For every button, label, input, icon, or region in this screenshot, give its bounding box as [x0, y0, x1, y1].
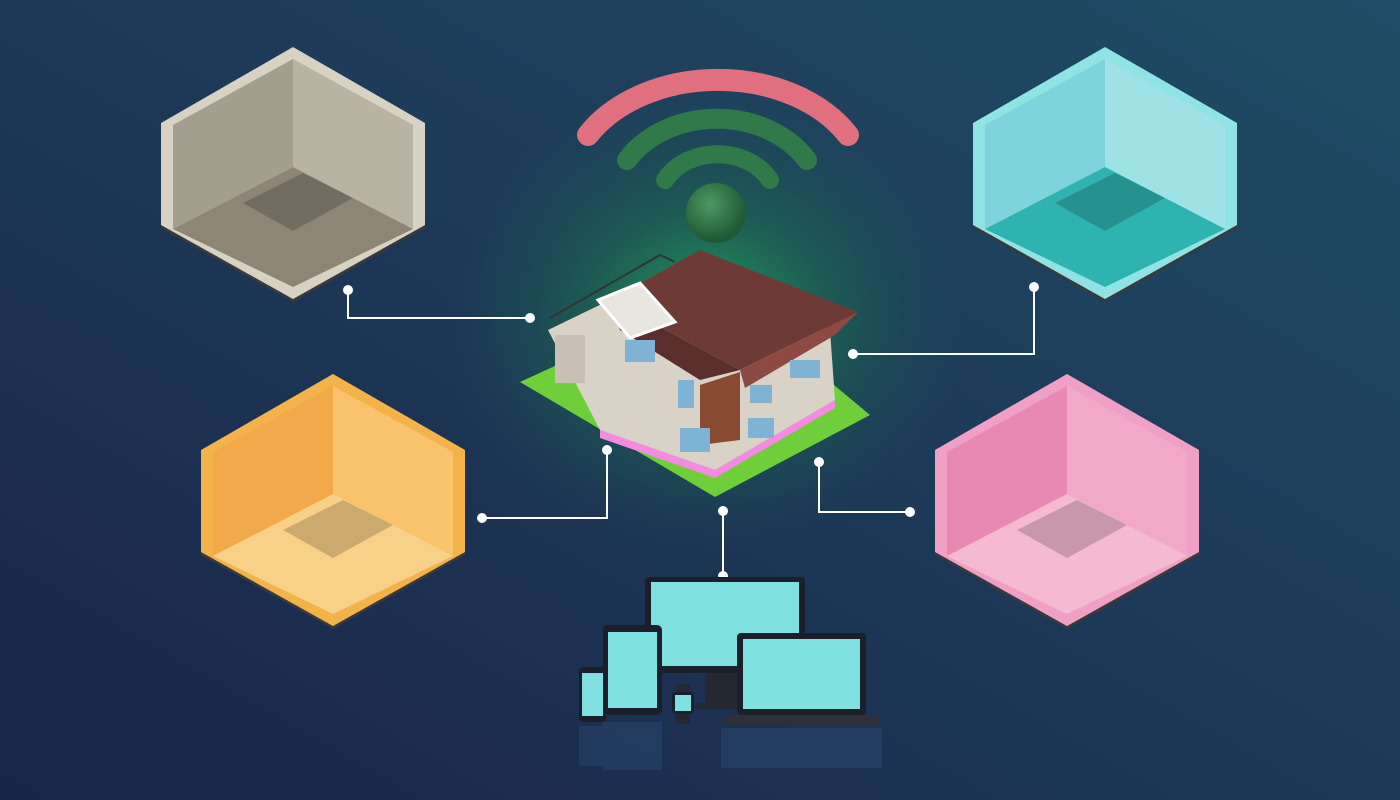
- bathroom-room: [973, 47, 1237, 302]
- connectors: [347, 287, 1035, 576]
- bedroom-room: [161, 47, 425, 302]
- kitchen-room: [935, 374, 1199, 629]
- device-reflection: [579, 722, 882, 770]
- wifi-icon: [577, 68, 859, 243]
- tablet-icon: [603, 625, 662, 715]
- monitor-icon: [645, 577, 805, 709]
- phone-icon: [579, 667, 606, 722]
- devices: [579, 577, 882, 770]
- smartwatch-icon: [672, 684, 694, 724]
- connector-dots: [343, 282, 1039, 581]
- living-room-room: [201, 374, 465, 629]
- laptop-icon: [721, 633, 882, 725]
- smart-house: [520, 250, 870, 497]
